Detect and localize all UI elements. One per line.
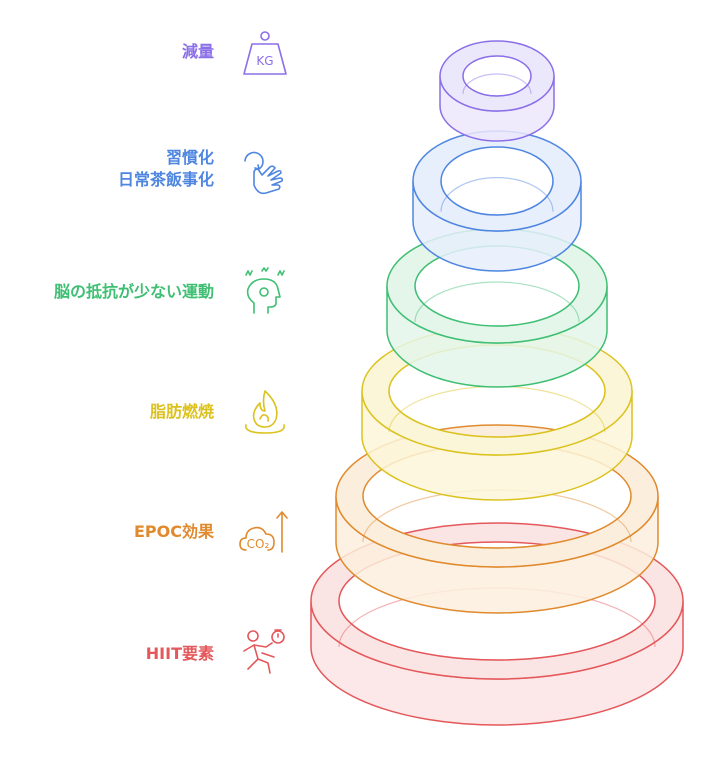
ring-weight-loss-inner-edge: [462, 75, 532, 97]
co2-arrow-icon: CO₂: [238, 506, 288, 556]
kg-icon-text: KG: [256, 54, 273, 68]
ring-habit-inner-wall: [440, 177, 554, 212]
ring-exercise-inner-wall: [414, 281, 580, 323]
ring-epoc-inner-edge: [362, 495, 632, 549]
ring-habit: [412, 130, 582, 272]
co2-icon-text: CO₂: [247, 537, 270, 551]
ring-weight-loss-inner-wall: [462, 73, 532, 95]
ring-weight-loss: [439, 40, 555, 142]
head-stress-icon: [240, 267, 290, 317]
kg-weight-shape: [243, 31, 287, 75]
ring-weight-loss-top: [439, 40, 555, 112]
flame-icon: [240, 387, 290, 437]
label-fat-burn: 脂肪燃焼: [149, 402, 214, 421]
ring-habit-inner-edge: [440, 180, 554, 216]
ring-hiit-inner-edge: [338, 600, 656, 661]
runner-timer-icon: [240, 627, 290, 677]
label-exercise: 脳の抵抗が少ない運動: [53, 282, 214, 301]
label-hiit: HIIT要素: [145, 644, 214, 663]
ring-exercise-inner-edge: [414, 285, 580, 327]
hand-gesture-icon: [240, 147, 290, 197]
ring-fat-burn-inner-edge: [388, 390, 606, 438]
label-habit: 習慣化 日常茶飯事化: [117, 148, 214, 189]
ring-epoc: [335, 424, 659, 614]
label-weight-loss: 減量: [181, 42, 214, 61]
ring-habit-top: [412, 130, 582, 232]
label-epoc: EPOC効果: [133, 522, 214, 541]
kg-weight-icon: KG: [240, 28, 290, 78]
